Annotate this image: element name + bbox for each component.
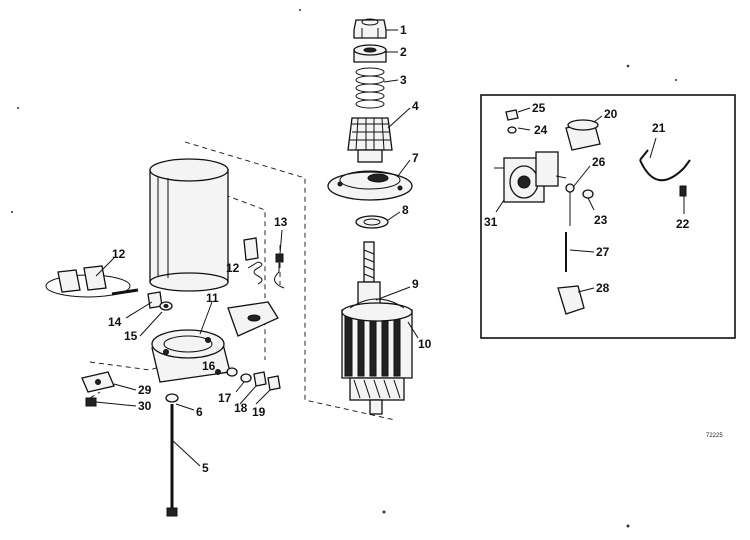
callout-19: 19 (252, 405, 266, 419)
callout-8: 8 (402, 203, 409, 217)
callout-25: 25 (532, 101, 546, 115)
callout-16: 16 (202, 359, 216, 373)
callout-29: 29 (138, 383, 152, 397)
screw-30-part (85, 397, 97, 407)
callout-13: 13 (274, 215, 288, 229)
callout-10: 10 (418, 337, 432, 351)
callout-15: 15 (124, 329, 138, 343)
armature-part (341, 241, 413, 415)
callout-4: 4 (412, 99, 419, 113)
callout-7: 7 (412, 151, 419, 165)
callout-14: 14 (108, 315, 122, 329)
scan-specks (11, 9, 677, 528)
spacer-washer-part (355, 215, 389, 229)
callout-28: 28 (596, 281, 610, 295)
figure-code: 72225 (706, 433, 723, 439)
pinion-drive-part (347, 117, 393, 163)
solenoid-boot-20-part (565, 119, 601, 151)
brush-spring-assembly-part (45, 265, 139, 298)
boot-28-part (557, 285, 585, 315)
callout-5: 5 (202, 461, 209, 475)
callout-26: 26 (592, 155, 606, 169)
washer-15-part (159, 301, 173, 311)
field-frame-cylinder-part (149, 158, 229, 292)
callout-21: 21 (652, 121, 666, 135)
washer-6-part (165, 393, 179, 403)
callout-30: 30 (138, 399, 152, 413)
callout-3: 3 (400, 73, 407, 87)
commutator-end-cap-part (151, 329, 231, 383)
spring-part (355, 67, 385, 109)
callout-6: 6 (196, 405, 203, 419)
callout-1: 1 (400, 23, 407, 37)
collar-part (353, 44, 387, 63)
callout-18: 18 (234, 401, 248, 415)
callout-20: 20 (604, 107, 618, 121)
screw-22-part (679, 185, 687, 197)
through-bolt-part (166, 404, 178, 517)
callout-22: 22 (676, 217, 690, 231)
terminal-hardware-16-19-part (226, 367, 281, 391)
lead-26-part (565, 183, 575, 226)
lockwasher-24-part (507, 126, 517, 134)
leader-lines (95, 29, 685, 467)
callout-labels: 1 2 3 4 5 6 7 8 9 10 11 12 12 13 14 15 1… (108, 23, 690, 475)
callout-12-left: 12 (112, 247, 126, 261)
bracket-clip-29-part (81, 371, 115, 393)
terminal-nut-25-part (505, 109, 519, 121)
callout-12-right: 12 (226, 261, 240, 275)
callout-23: 23 (594, 213, 608, 227)
callout-31: 31 (484, 215, 498, 229)
solenoid-part (494, 151, 567, 203)
brush-screw-part (274, 253, 285, 289)
callout-9: 9 (412, 277, 419, 291)
brush-holder-plate-part (227, 301, 279, 337)
callout-11: 11 (206, 291, 219, 305)
callout-27: 27 (596, 245, 610, 259)
mounting-strap-21-part (639, 149, 691, 182)
brush-and-spring-part (243, 237, 263, 285)
callout-17: 17 (218, 391, 232, 405)
callout-24: 24 (534, 123, 548, 137)
drive-end-cap-part (327, 170, 413, 201)
washer-23-part (582, 189, 594, 199)
solenoid-inset-panel (480, 94, 736, 339)
nut-part (353, 18, 387, 39)
callout-2: 2 (400, 45, 407, 59)
